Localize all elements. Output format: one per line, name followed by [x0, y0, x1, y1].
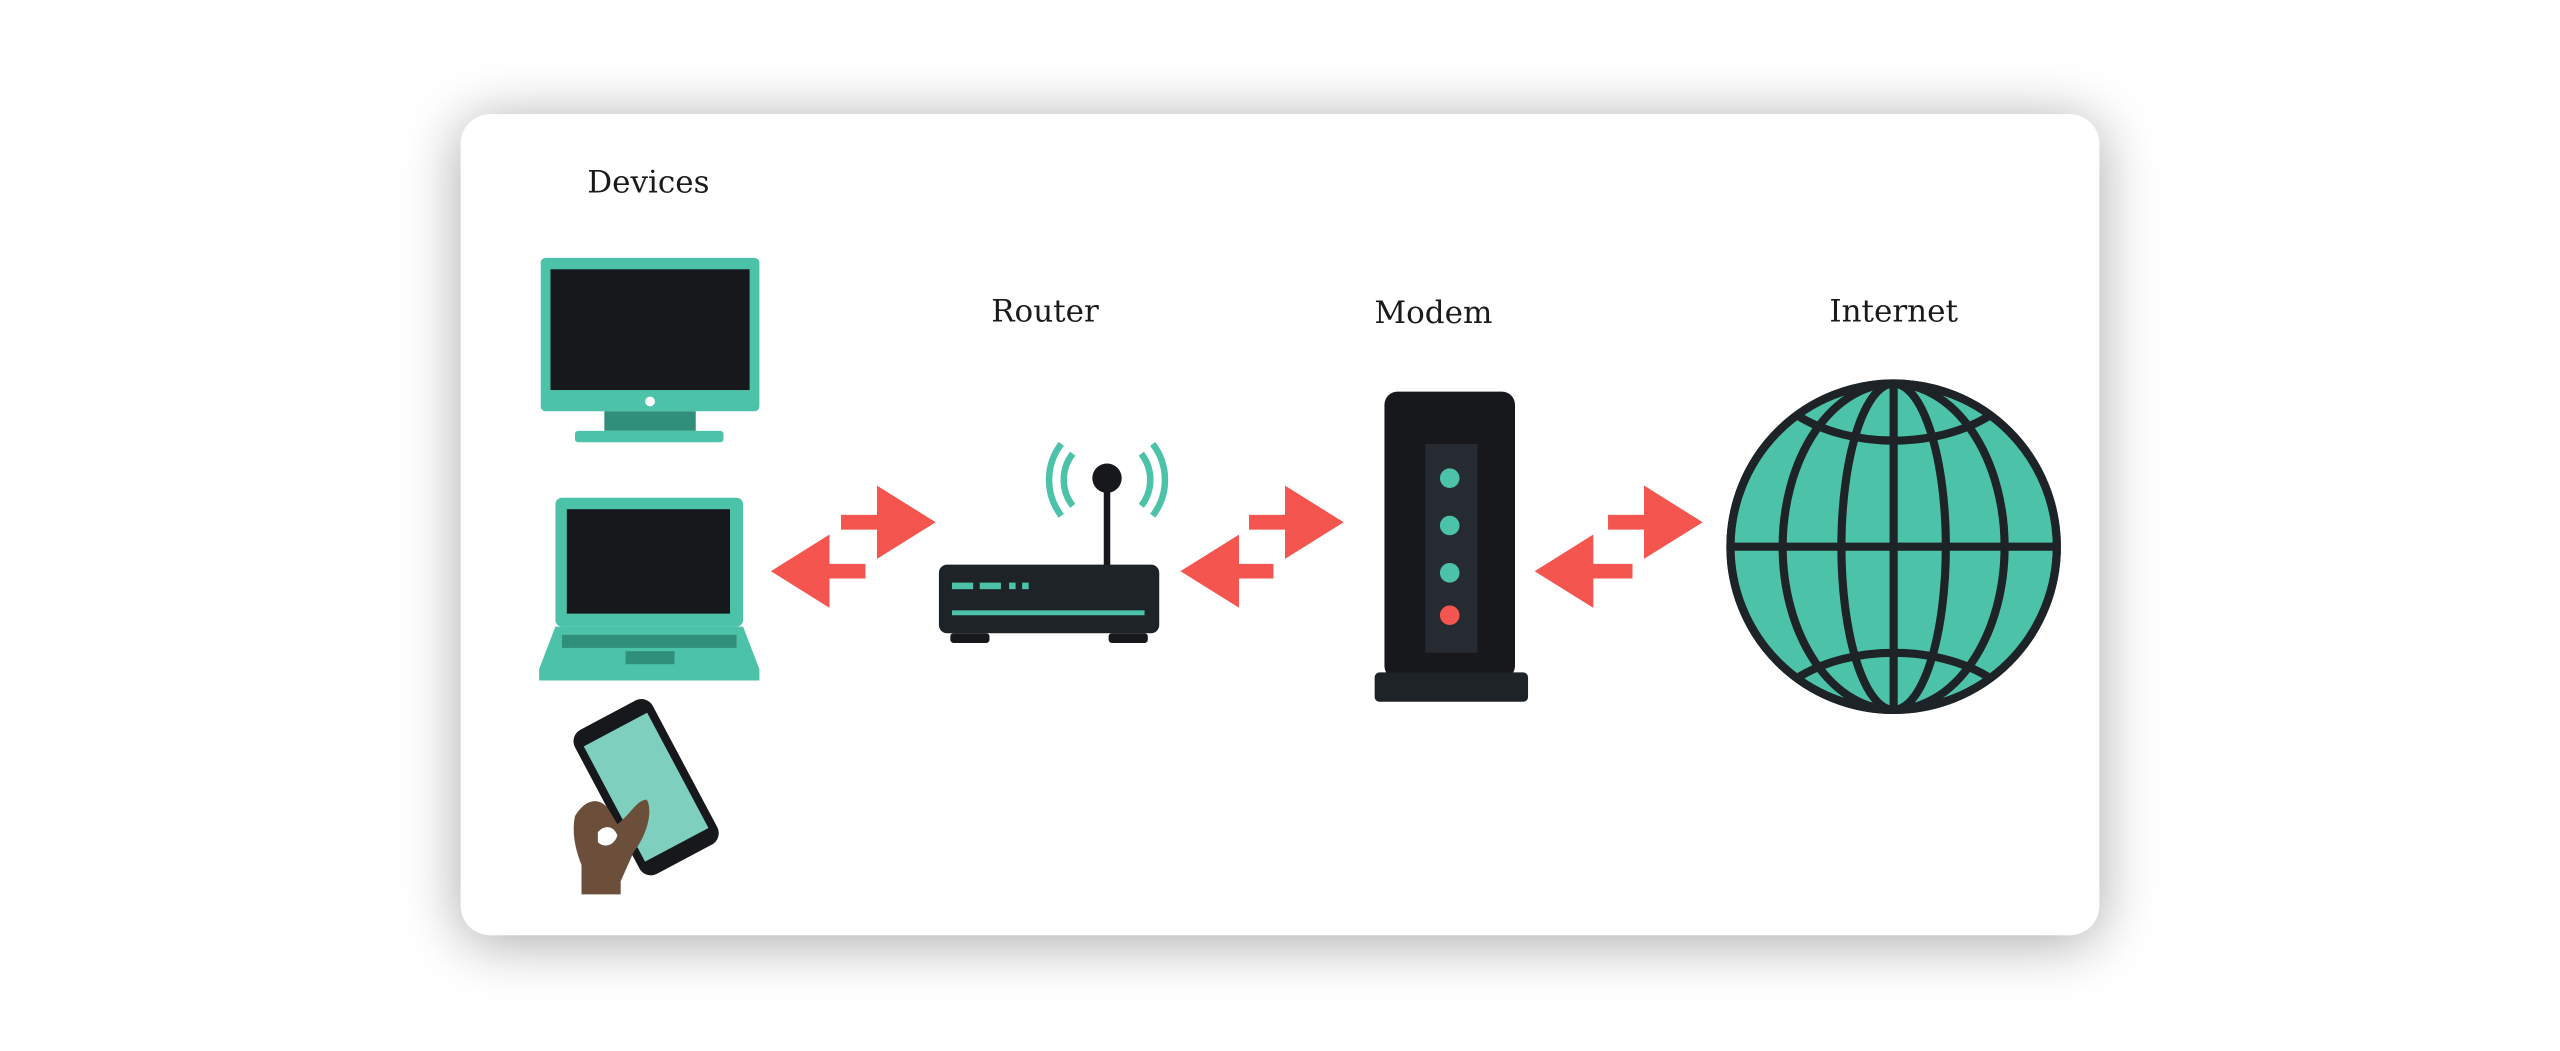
arrow-modem-internet	[1534, 485, 1703, 608]
globe-icon	[1726, 379, 2061, 714]
label-router: Router	[991, 294, 1099, 330]
label-modem: Modem	[1374, 295, 1492, 331]
smartphone-in-hand-icon	[573, 699, 719, 895]
laptop-icon	[539, 497, 760, 681]
label-internet: Internet	[1829, 294, 1958, 330]
arrow-devices-router	[770, 485, 936, 608]
monitor-icon	[540, 257, 760, 443]
router-icon	[938, 441, 1169, 644]
arrow-router-modem	[1180, 485, 1344, 608]
modem-icon	[1374, 391, 1529, 702]
label-devices: Devices	[587, 165, 709, 201]
